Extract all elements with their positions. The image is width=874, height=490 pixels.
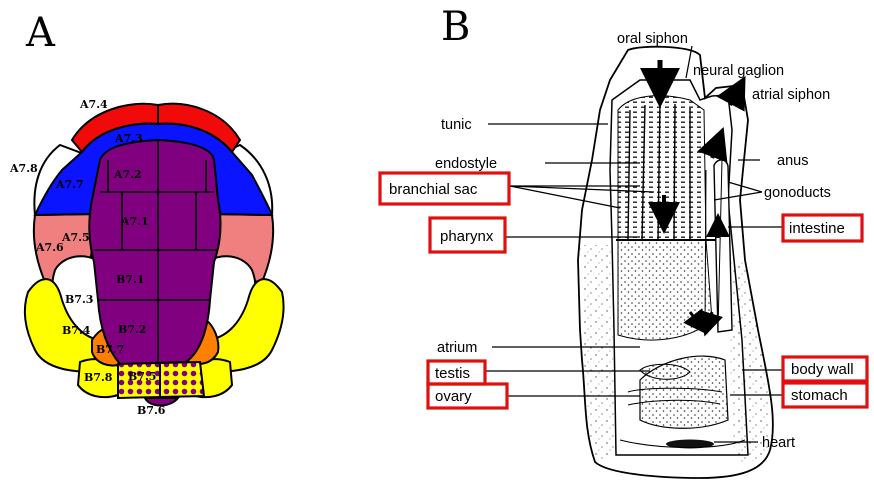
label-ovary: ovary [435,388,472,405]
label-a73: A7.3 [114,132,143,145]
panel-b: B [380,4,867,478]
label-neural-ganglion: neural gaglion [693,63,784,79]
label-atrium: atrium [437,340,477,356]
label-heart: heart [762,435,795,451]
branchial-sac-grid [618,96,706,240]
cell-purple-body [89,140,220,364]
label-b74: B7.4 [62,324,91,337]
panel-a-letter: A [25,10,56,56]
label-body-wall: body wall [791,361,854,378]
label-testis: testis [435,365,470,382]
label-oral-siphon: oral siphon [617,31,688,47]
label-a71: A7.1 [120,215,149,228]
label-b77: B7.7 [96,343,124,356]
panel-b-letter: B [441,4,470,50]
label-b75: B7.5 [128,370,156,383]
label-a78: A7.8 [9,162,38,175]
label-a74: A7.4 [79,98,108,111]
panel-a: A [9,10,284,417]
label-stomach: stomach [791,387,848,404]
label-endostyle: endostyle [435,156,497,172]
label-atrial-siphon: atrial siphon [752,87,830,103]
label-b73: B7.3 [65,293,93,306]
label-a76: A7.6 [35,241,64,254]
label-anus: anus [777,153,808,169]
label-b71: B7.1 [116,273,144,286]
label-a72: A7.2 [113,168,142,181]
pharynx-lower [618,240,712,340]
label-b78: B7.8 [84,371,113,384]
label-branchial-sac: branchial sac [389,181,478,198]
label-a75: A7.5 [61,231,90,244]
label-b76: B7.6 [137,404,166,417]
label-pharynx: pharynx [440,228,494,245]
label-b72: B7.2 [118,323,146,336]
label-a77: A7.7 [55,178,84,191]
label-intestine: intestine [789,220,845,237]
label-gonoducts: gonoducts [764,185,831,201]
label-tunic: tunic [441,117,472,133]
tunic-stipple-left [580,245,614,460]
